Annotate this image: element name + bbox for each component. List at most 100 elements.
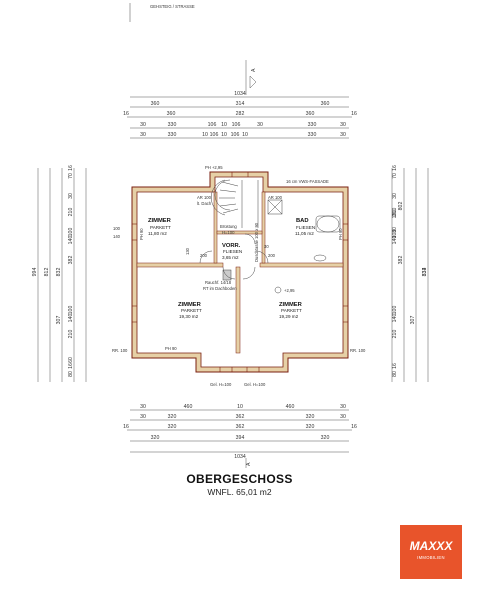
dimension-label: 30 (140, 414, 146, 420)
annotation-w30: 30 (264, 244, 269, 249)
dimension-label: 320 (306, 424, 315, 430)
room-zimmer-2: ZIMMER PARKETT 19,30 m2 (178, 302, 202, 319)
dimension-label: 30 (140, 132, 146, 138)
dimension-label: 460 (184, 404, 193, 410)
dimension-label: 106 (208, 122, 217, 128)
annotation-w130: 130 (185, 247, 190, 255)
dimension-label: 100 (68, 306, 74, 315)
dimension-label: 832 (56, 268, 62, 277)
annotation-w140: 140 (113, 234, 121, 239)
annotation-dach: lt. Dach (197, 201, 212, 206)
annotation-ar2: AR 100 (268, 195, 283, 200)
annotation-w100: 100 (113, 226, 121, 231)
logo-text: MAXXX (409, 539, 453, 553)
annotation-ph-top: PH +2,95 (205, 165, 223, 170)
annotation-ar: AR 100 (197, 195, 212, 200)
dimension-label: 16 (392, 165, 398, 171)
dimension-label: 330 (308, 132, 317, 138)
section-marker-top: A (251, 68, 257, 72)
annotation-h100: H=100 (222, 230, 235, 235)
dimension-label: 802 (398, 202, 404, 211)
left-dimensions (37, 168, 87, 382)
walls (131, 171, 349, 373)
dimension-label: 10 (242, 132, 248, 138)
room-bad: BAD FLIESEN 11,05 m2 (295, 218, 315, 236)
annotation-w200a: 200 (200, 253, 208, 258)
annotation-ph90-b: PH 90 (338, 228, 343, 240)
dimension-label: 100 (392, 306, 398, 315)
bottom-dimensions (127, 409, 352, 453)
dimension-label: 16 (392, 363, 398, 369)
annotation-rt: RT im Dachboden (203, 286, 237, 291)
dimension-label: 320 (306, 414, 315, 420)
dimension-label: 16 (123, 424, 129, 430)
dimension-label: 16 (123, 111, 129, 117)
dimension-label: 106 (210, 132, 219, 138)
dimension-label: 140 (68, 236, 74, 245)
dimension-label: 106 (231, 132, 240, 138)
dimension-label: 16 (68, 165, 74, 171)
dimension-label: 812 (44, 268, 50, 277)
dimension-label: 394 (236, 435, 245, 441)
annotation-rr100-right: RR. 100 (350, 348, 366, 353)
dimension-label: 320 (151, 435, 160, 441)
dimension-label: 30 (68, 193, 74, 199)
dimension-label: 70 (392, 173, 398, 179)
room-floor: PARKETT (181, 308, 202, 313)
dimension-label: 16 (351, 111, 357, 117)
dimension-label: 362 (236, 424, 245, 430)
dimension-label: 360 (167, 111, 176, 117)
top-dimensions (127, 96, 352, 139)
dimension-label: 10 (221, 122, 227, 128)
dimension-label: 320 (321, 435, 330, 441)
room-name: ZIMMER (148, 218, 172, 224)
room-zimmer-3: ZIMMER PARKETT 19,29 m2 (279, 302, 303, 319)
dimension-label: 30 (340, 122, 346, 128)
staircase (210, 179, 259, 228)
company-logo: MAXXX IMMOBILIEN (400, 525, 462, 579)
dimension-label: 314 (236, 101, 245, 107)
dim-overall-top: 1034 (234, 91, 246, 97)
page-subtitle: WNFL. 65,01 m2 (207, 487, 272, 497)
room-area: 11,80 m2 (148, 231, 167, 236)
dimension-label: 210 (392, 330, 398, 339)
dimension-label: 80 (68, 371, 74, 377)
dimension-label: 382 (68, 256, 74, 265)
annotation-ph90-a: PH 90 (139, 228, 144, 240)
dimension-label: 106 (232, 122, 241, 128)
dimension-label: 330 (168, 132, 177, 138)
dimension-label: 190 (392, 210, 398, 219)
annotation-w200b: 200 (268, 253, 276, 258)
dimension-label: 16 (351, 424, 357, 430)
dimension-label: 360 (306, 111, 315, 117)
room-vorraum: VORR. FLIESEN 3,65 m2 (222, 243, 242, 260)
annotation-rauchfang: Rauchf. 14/18 (205, 280, 232, 285)
page-title: OBERGESCHOSS (186, 472, 293, 486)
dimension-label: 80 (392, 371, 398, 377)
dimension-label: 140 (68, 314, 74, 323)
dimension-label: 210 (68, 208, 74, 217)
section-marker-bottom: A (246, 462, 252, 466)
doors (199, 233, 269, 280)
dimension-label: 320 (168, 424, 177, 430)
dimension-label: 382 (398, 256, 404, 265)
dimension-label: 60 (68, 357, 74, 363)
annotation-bruestung: Brüstung (220, 224, 237, 229)
dimension-label: 320 (168, 414, 177, 420)
room-area: 19,30 m2 (179, 314, 199, 319)
annotation-gel1: Gel. H=100 (210, 382, 232, 387)
level-marker (274, 286, 282, 294)
dimension-label: 100 (392, 230, 398, 239)
room-name: VORR. (222, 243, 241, 249)
room-area: 19,29 m2 (279, 314, 299, 319)
dimension-label: 16 (68, 363, 74, 369)
annotation-facade: 16 cm VWS-FASSADE (286, 179, 329, 184)
room-name: BAD (296, 218, 309, 224)
room-name: ZIMMER (279, 302, 303, 308)
dimension-label: 332 (422, 268, 428, 277)
room-zimmer-1: ZIMMER PARKETT 11,80 m2 (148, 218, 172, 236)
top-note: GEHSTEIG / STRASSE (150, 4, 195, 9)
dimension-label: 30 (392, 227, 398, 233)
dimension-label: 307 (410, 316, 416, 325)
